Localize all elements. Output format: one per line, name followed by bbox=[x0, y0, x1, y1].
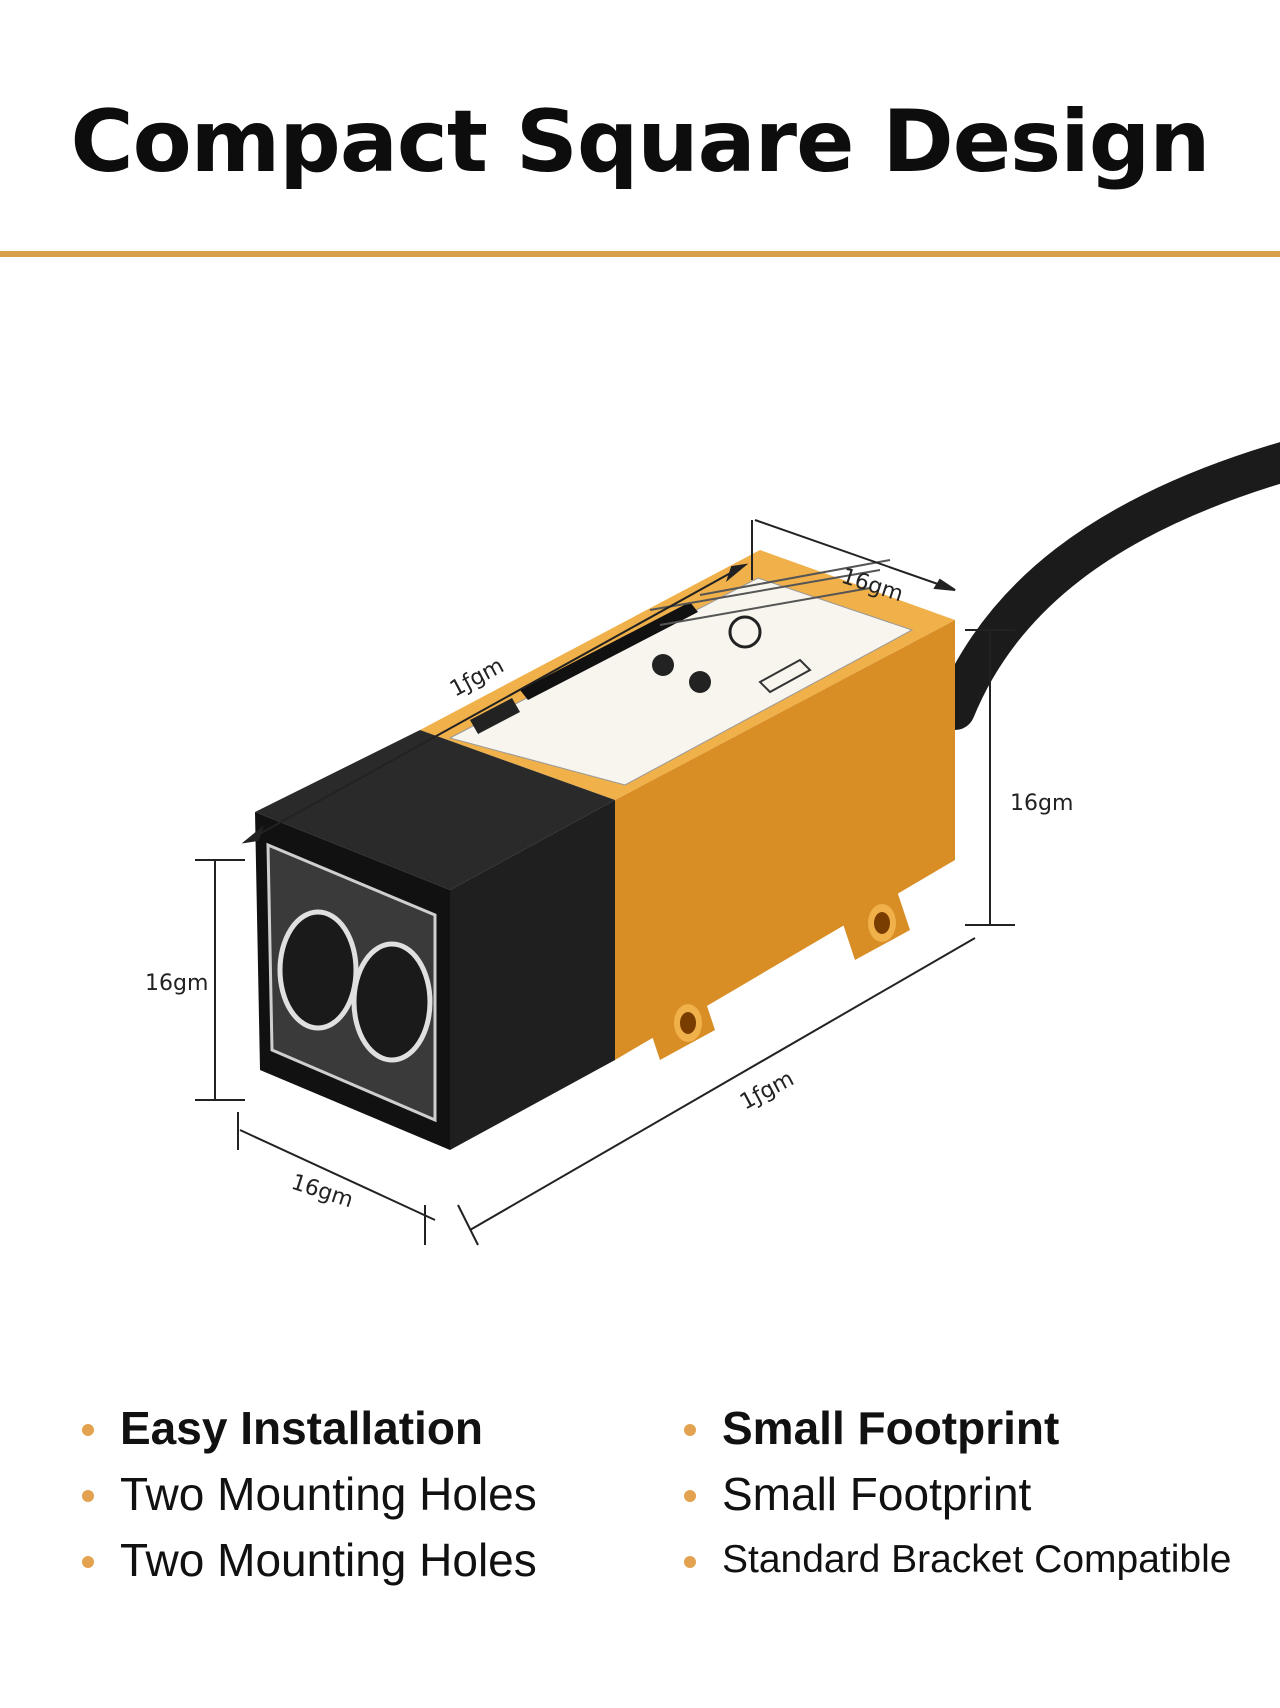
feature-item: Small Footprint bbox=[680, 1461, 1231, 1527]
feature-item: Standard Bracket Compatible bbox=[680, 1527, 1231, 1593]
features-left-column: Easy Installation Two Mounting Holes Two… bbox=[78, 1395, 537, 1593]
feature-item: Two Mounting Holes bbox=[78, 1461, 537, 1527]
dim-label-bottom-length: 1ƒgm bbox=[736, 1066, 798, 1115]
feature-text: Standard Bracket Compatible bbox=[722, 1538, 1232, 1581]
bullet-icon bbox=[684, 1556, 696, 1568]
housing-side-face bbox=[615, 620, 955, 1060]
title-divider bbox=[0, 251, 1280, 257]
sensor-product-image: 1ƒgm 16gm 16gm 16gm 16gm 1ƒgm bbox=[145, 442, 1280, 1246]
feature-text: Two Mounting Holes bbox=[120, 1468, 537, 1520]
page-title: Compact Square Design bbox=[70, 92, 1210, 192]
lens-right bbox=[351, 941, 433, 1063]
dim-label-left-height: 16gm bbox=[145, 971, 208, 996]
dim-label-front-width: 16gm bbox=[288, 1170, 356, 1213]
dim-label-right-height: 16gm bbox=[1010, 791, 1073, 816]
feature-item: Two Mounting Holes bbox=[78, 1527, 537, 1593]
bullet-icon bbox=[684, 1490, 696, 1502]
bullet-icon bbox=[82, 1424, 94, 1436]
feature-text: Easy Installation bbox=[120, 1402, 484, 1454]
bullet-icon bbox=[82, 1556, 94, 1568]
cap-top-face bbox=[255, 730, 615, 890]
feature-text: Two Mounting Holes bbox=[120, 1534, 537, 1586]
label-details bbox=[470, 559, 891, 734]
lens-left bbox=[277, 909, 359, 1031]
feature-item: Small Footprint bbox=[680, 1395, 1231, 1461]
features-right-column: Small Footprint Small Footprint Standard… bbox=[680, 1395, 1231, 1593]
bullet-icon bbox=[82, 1490, 94, 1502]
bullet-icon bbox=[684, 1424, 696, 1436]
sensor-cable bbox=[935, 442, 1280, 730]
feature-text: Small Footprint bbox=[722, 1402, 1060, 1454]
feature-item: Easy Installation bbox=[78, 1395, 537, 1461]
mounting-tabs bbox=[645, 885, 910, 1060]
features-section: Easy Installation Two Mounting Holes Two… bbox=[0, 1395, 1280, 1595]
cap-side-face bbox=[450, 800, 615, 1150]
feature-text: Small Footprint bbox=[722, 1468, 1032, 1520]
